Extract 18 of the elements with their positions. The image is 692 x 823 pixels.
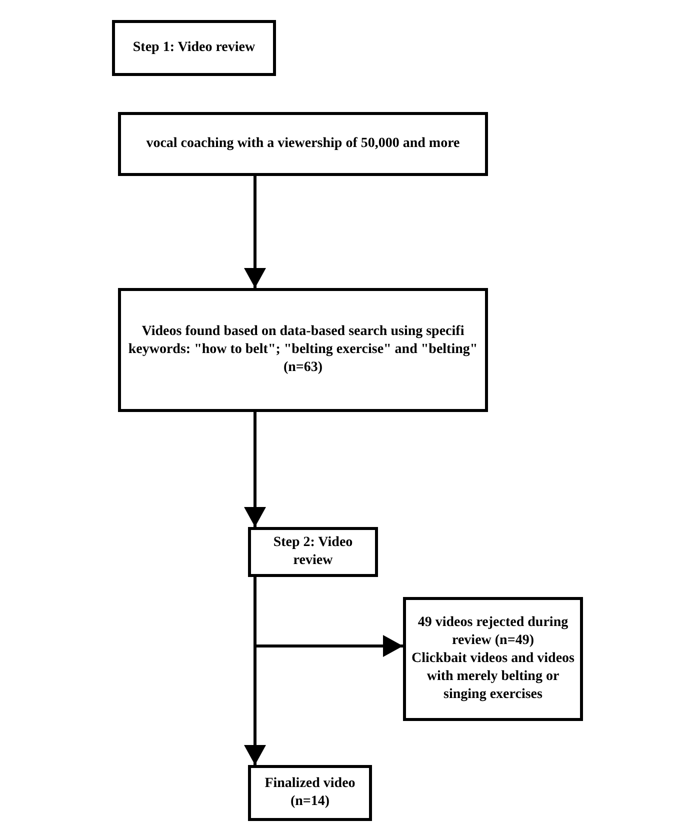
- box-text: Step 1: Video review: [132, 38, 256, 57]
- process-box: [118, 112, 488, 176]
- arrow: [244, 577, 266, 765]
- process-box: [112, 20, 276, 76]
- box-text: 49 videos rejected during review (n=49): [416, 614, 570, 650]
- box-text: Clickbait videos and videos with merely belting or singing exercises: [410, 650, 576, 704]
- box-text: (n=63): [283, 359, 323, 378]
- process-box: [118, 288, 488, 412]
- arrow: [244, 176, 266, 288]
- process-box: [248, 527, 378, 577]
- box-text: vocal coaching with a viewership of 50,000 and more: [146, 134, 460, 153]
- box-text: Step 2: Video review: [272, 534, 354, 570]
- box-text: (n=14): [290, 793, 330, 811]
- arrow: [244, 412, 266, 527]
- box-text: Videos found based on data-based search using specifi keywords: "how to belt"; "belting exercise" and "belting": [127, 322, 479, 359]
- process-box: [403, 597, 583, 721]
- box-text: Finalized video: [264, 774, 356, 793]
- process-box: [248, 765, 372, 821]
